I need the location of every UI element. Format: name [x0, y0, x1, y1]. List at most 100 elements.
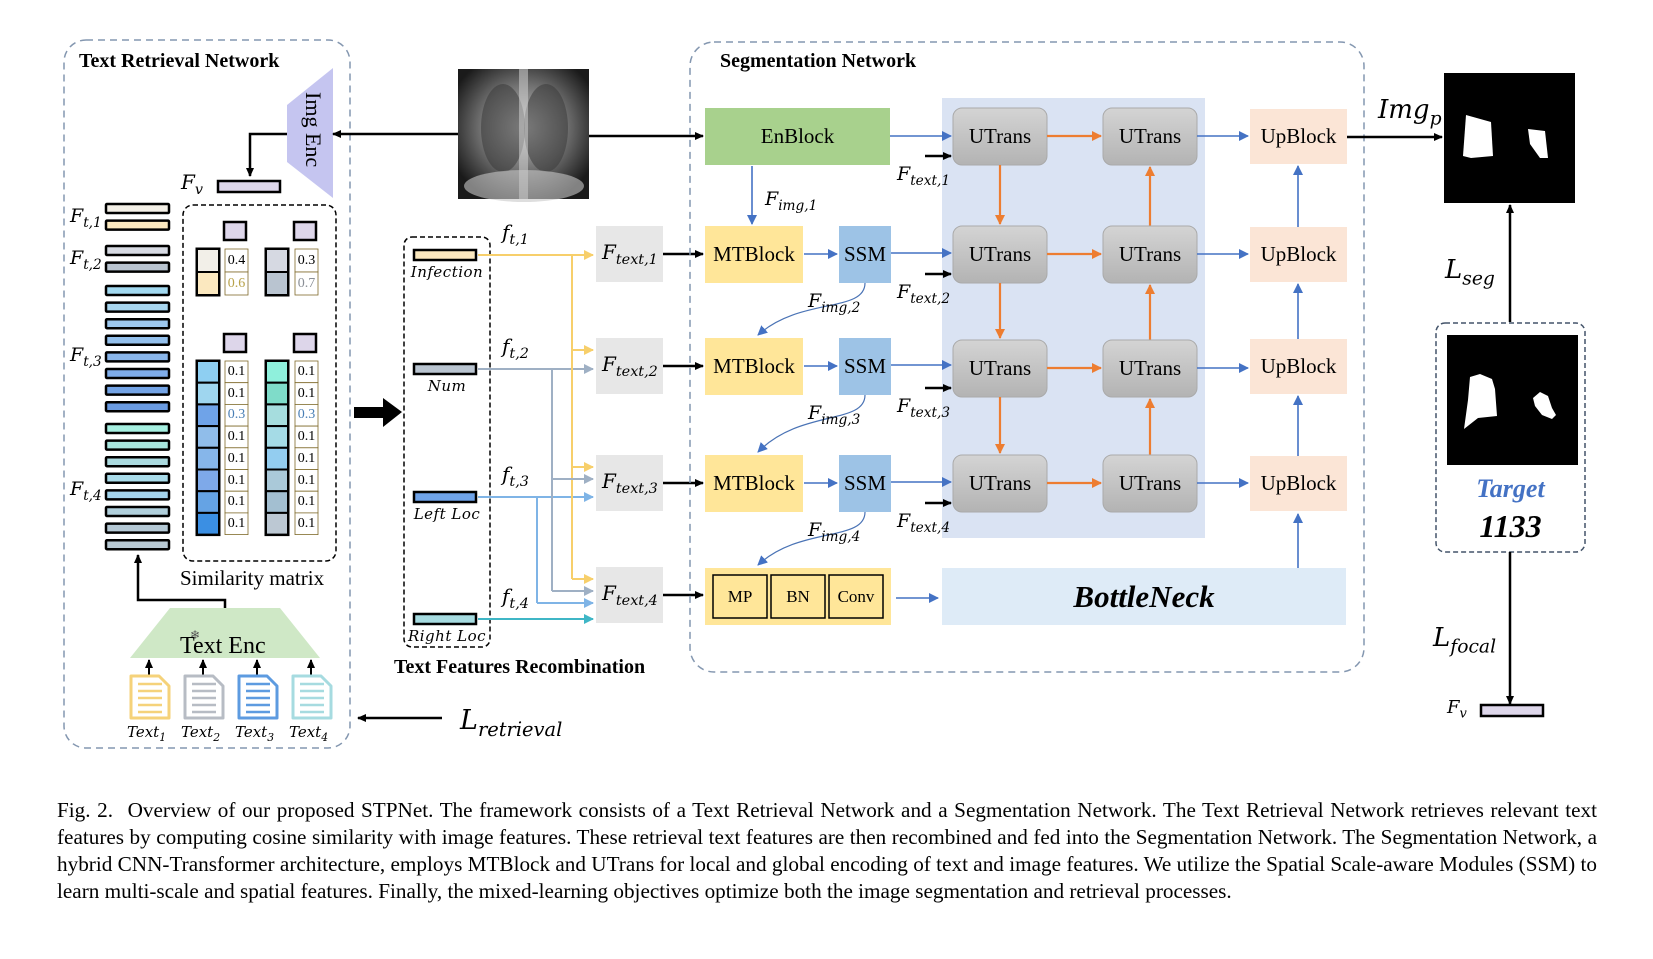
ssm-label: SSM [839, 338, 891, 395]
document-label-sub: 2 [213, 730, 221, 744]
recombination-bar [412, 248, 478, 262]
fused-text-label-sub: text,2 [615, 364, 658, 381]
similarity-value-main: 0.1 [297, 515, 316, 531]
upblock-label: UpBlock [1250, 456, 1347, 511]
mtblock-label: MTBlock [705, 455, 803, 512]
text-documents [129, 659, 333, 720]
text-feature-label: Ft,3 [70, 344, 102, 370]
utrans-label: UTrans [953, 340, 1047, 397]
similarity-value-cell [224, 512, 249, 536]
text-input-label-sub: text,3 [910, 404, 951, 421]
figure-number: Fig. 2. [57, 798, 114, 822]
fused-text-box [596, 226, 663, 282]
img-enc-label-wrap: Img Enc [300, 92, 326, 182]
text-input-label-main: F [897, 510, 911, 532]
enblock-label: EnBlock [705, 108, 890, 165]
recombination-feature-name: Infection [404, 263, 490, 281]
document-label: Text1 [127, 723, 166, 744]
recombination-feature-symbol-sub: t,1 [509, 232, 529, 249]
text-enc-label: Text Enc [180, 633, 266, 659]
fused-text-label-sub: text,3 [615, 481, 658, 498]
recombination-bar [412, 362, 478, 376]
bottleneck-part-box [828, 574, 884, 619]
utrans-label-main: UTrans [968, 242, 1032, 266]
text-enc-to-features-arrow [134, 554, 227, 608]
image-feature-query [222, 220, 248, 242]
ssm-to-next-block-curve [757, 394, 866, 453]
recombination-feature-name: Num [404, 377, 490, 395]
utrans-label: UTrans [953, 455, 1047, 512]
fused-text-label-main: F [602, 581, 616, 605]
text-feature-label-sub: t,1 [83, 214, 102, 231]
similarity-value: 0.1 [295, 491, 318, 513]
bottleneck-part-box [770, 574, 826, 619]
text-feature-stack [104, 202, 171, 551]
similarity-cell [196, 425, 220, 449]
similarity-value-main: 0.6 [227, 276, 246, 291]
upblock-label-main: UpBlock [1260, 124, 1337, 148]
text-input-label-main: F [897, 395, 911, 417]
similarity-value: 0.1 [295, 513, 318, 535]
recombination-feature-symbol: ft,4 [502, 584, 529, 612]
utrans-label-main: UTrans [1118, 356, 1182, 380]
img-feature-label-main: F [765, 188, 779, 210]
recombination-feature-name-main: Right Loc [407, 627, 487, 645]
similarity-cell [265, 360, 289, 384]
similarity-value-main: 0.1 [227, 364, 246, 379]
ssm-block [839, 455, 891, 512]
similarity-value: 0.1 [225, 513, 248, 535]
snowflake-icon: ❄ [190, 628, 201, 642]
similarity-value: 0.1 [295, 383, 318, 405]
mtblock [705, 226, 803, 283]
bottleneck-label: BottleNeck [1073, 578, 1215, 614]
ssm-block [839, 226, 891, 283]
recombination-feature-name: Left Loc [404, 505, 490, 523]
fused-text-label-main: F [602, 469, 616, 493]
text-feature-bar [104, 384, 171, 396]
segmentation-title: Segmentation Network [720, 50, 917, 72]
recombination-feature-symbol: ft,1 [502, 220, 529, 248]
similarity-value: 0.1 [225, 491, 248, 513]
recombination-feature-name-main: Num [427, 377, 467, 395]
document-label-main: Text [181, 723, 214, 741]
text-input-label-sub: text,4 [910, 519, 951, 536]
similarity-cell [196, 511, 220, 536]
img-feature-label-main: F [808, 402, 822, 424]
output-fv-bar [1479, 703, 1545, 718]
utrans-label-main: UTrans [1118, 124, 1182, 148]
similarity-cell [265, 381, 289, 406]
text-feature-bar [104, 439, 171, 451]
stpnet-diagram [63, 39, 1586, 749]
similarity-value-main: 0.3 [227, 407, 246, 423]
similarity-value-cell [294, 271, 319, 296]
img-feature-label: Fimg,4 [808, 519, 860, 545]
similarity-value-main: 0.1 [297, 494, 316, 510]
similarity-value-main: 0.7 [297, 276, 316, 291]
recombination-feature-symbol: ft,3 [502, 462, 529, 490]
fused-text-box [596, 338, 663, 394]
text-feature-label-main: F [70, 205, 84, 227]
segmentation-blocks [705, 107, 1347, 625]
similarity-value: 0.1 [225, 426, 248, 448]
similarity-value-main: 0.1 [227, 429, 246, 445]
utrans-label: UTrans [953, 226, 1047, 283]
text-feature-label-main: F [70, 344, 84, 366]
document-label-main: Text [235, 723, 268, 741]
ssm-label-main: SSM [843, 354, 887, 378]
text-feature-label: Ft,4 [70, 478, 102, 504]
fv-label: Fv [181, 170, 204, 199]
recombination-title: Text Features Recombination [394, 656, 646, 678]
document-label-sub: 4 [321, 730, 329, 744]
recombination-bar [412, 490, 478, 504]
bottleneck-encoder [705, 568, 891, 625]
mtblock-label-main: MTBlock [713, 354, 795, 378]
ssm-label-main: SSM [843, 471, 887, 495]
ssm-to-next-block-curve [757, 511, 866, 566]
text-feature-bar [104, 351, 171, 363]
text-feature-bar [104, 202, 171, 215]
upblock [1250, 109, 1347, 164]
text-feature-bar [104, 219, 171, 231]
similarity-value-main: 0.1 [227, 515, 246, 531]
similarity-value: 0.1 [225, 448, 248, 470]
mtblock-label: MTBlock [705, 226, 803, 283]
